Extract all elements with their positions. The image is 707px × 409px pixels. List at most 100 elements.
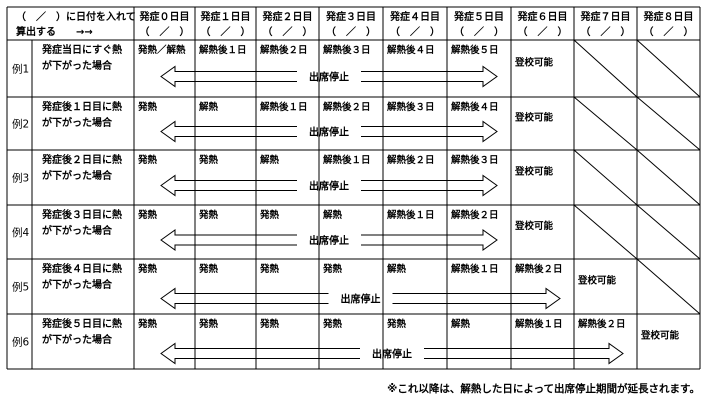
example-description-line2: が下がった場合 [42,116,113,129]
arrow-label-background [360,346,424,361]
day-cell-status: 登校可能 [640,330,680,342]
corner-instruction-line2: 算出する →→ [15,25,93,38]
corner-instruction-line1: （ ／ ）に日付を入れて [16,10,136,23]
day-cell-status: 解熱後３日 [451,154,499,166]
example-description-line2: が下がった場合 [42,224,113,237]
arrow-label-attendance-suspension: 出席停止 [309,126,349,139]
day-cell-status: 発熱 [137,318,158,330]
day-cell-status: 解熱後１日 [515,318,563,330]
example-description-line2: が下がった場合 [42,59,113,72]
example-description-line1: 発症当日にすぐ熱 [41,43,122,56]
day-cell-status: 発熱 [198,263,219,275]
example-description-line2: が下がった場合 [42,169,113,182]
arrow-label-attendance-suspension: 出席停止 [309,71,349,84]
day-cell-status: 発熱 [259,318,280,330]
day-cell-status: 解熱 [323,209,343,221]
day-cell-status: 解熱後１日 [451,263,499,275]
day-cell-status: 解熱後２日 [323,101,371,113]
empty-cell-diagonal [573,204,638,260]
day-cell-status: 登校可能 [514,57,554,69]
day-cell-status: 解熱 [387,263,407,275]
example-label: 例5 [12,281,29,294]
day-cell-status: 解熱後１日 [199,44,247,56]
day-header-label: 発症６日目 [517,10,568,23]
arrow-label-attendance-suspension: 出席停止 [341,293,381,306]
day-cell-status: 解熱後１日 [387,209,435,221]
day-header-date: （ ／ ） [140,25,190,38]
empty-cell-diagonal [636,204,701,260]
day-cell-status: 解熱後３日 [323,44,371,56]
day-header-label: 発症１日目 [200,10,251,23]
day-cell-status: 解熱 [199,101,219,113]
day-header-label: 発症８日目 [643,10,694,23]
day-cell-status: 解熱後１日 [323,154,371,166]
empty-cell-diagonal [636,149,701,206]
example-description-line1: 発症後４日目に熱 [41,262,122,275]
day-cell-status: 解熱 [451,318,471,330]
example-label: 例6 [12,336,29,349]
day-cell-status: 解熱後２日 [578,318,626,330]
example-label: 例4 [12,226,29,239]
day-header-label: 発症７日目 [580,10,631,23]
day-cell-status: 発熱 [259,209,280,221]
empty-cell-diagonal [573,149,638,206]
arrow-label-attendance-suspension: 出席停止 [309,234,349,247]
day-header-date: （ ／ ） [644,25,694,38]
day-header-date: （ ／ ） [263,25,313,38]
arrow-label-background [297,178,361,193]
day-cell-status: 発熱 [386,318,407,330]
arrow-label-attendance-suspension: 出席停止 [372,348,412,361]
day-cell-status: 解熱後２日 [387,154,435,166]
day-header-label: 発症０日目 [139,10,190,23]
day-cell-status: 解熱後２日 [515,263,563,275]
day-cell-status: 発熱 [322,318,343,330]
day-cell-status: 解熱後４日 [387,44,435,56]
day-cell-status: 解熱後２日 [451,209,499,221]
empty-cell-diagonal [636,39,701,98]
footnote-text: ※これ以降は、解熱した日によって出席停止期間が延長されます。 [387,382,700,395]
day-cell-status: 登校可能 [514,166,554,178]
day-cell-status: 登校可能 [577,275,617,287]
arrow-label-background [297,124,361,139]
day-cell-status: 発熱／解熱 [137,44,186,56]
arrow-label-background [297,69,361,84]
example-label: 例1 [12,63,29,76]
day-cell-status: 解熱後４日 [451,101,499,113]
example-description-line2: が下がった場合 [42,333,113,346]
day-cell-status: 解熱後３日 [387,101,435,113]
example-description-line1: 発症後１日目に熱 [41,100,122,113]
empty-cell-diagonal [636,258,701,315]
day-cell-status: 発熱 [322,263,343,275]
empty-cell-diagonal [573,39,638,98]
day-cell-status: 登校可能 [514,220,554,232]
day-cell-status: 発熱 [137,154,158,166]
example-label: 例3 [12,172,29,185]
empty-cell-diagonal [573,96,638,151]
day-header-label: 発症２日目 [262,10,313,23]
day-cell-status: 登校可能 [514,112,554,124]
example-description-line1: 発症後３日目に熱 [41,208,122,221]
day-header-label: 発症４日目 [389,10,440,23]
day-cell-status: 発熱 [137,209,158,221]
day-header-label: 発症３日目 [325,10,376,23]
day-header-label: 発症５日目 [453,10,504,23]
arrow-label-background [328,291,393,306]
day-cell-status: 発熱 [259,263,280,275]
day-header-date: （ ／ ） [454,25,504,38]
example-description-line1: 発症後５日目に熱 [41,317,122,330]
day-cell-status: 解熱後１日 [260,101,308,113]
day-cell-status: 発熱 [137,101,158,113]
day-cell-status: 発熱 [198,154,219,166]
example-label: 例2 [12,118,29,131]
arrow-label-background [297,233,361,247]
empty-cell-diagonal [636,96,701,151]
day-cell-status: 解熱後５日 [451,44,499,56]
day-header-date: （ ／ ） [581,25,631,38]
day-cell-status: 発熱 [137,263,158,275]
day-cell-status: 発熱 [198,209,219,221]
day-header-date: （ ／ ） [518,25,568,38]
example-description-line1: 発症後２日目に熱 [41,153,122,166]
day-cell-status: 発熱 [198,318,219,330]
day-header-date: （ ／ ） [201,25,251,38]
